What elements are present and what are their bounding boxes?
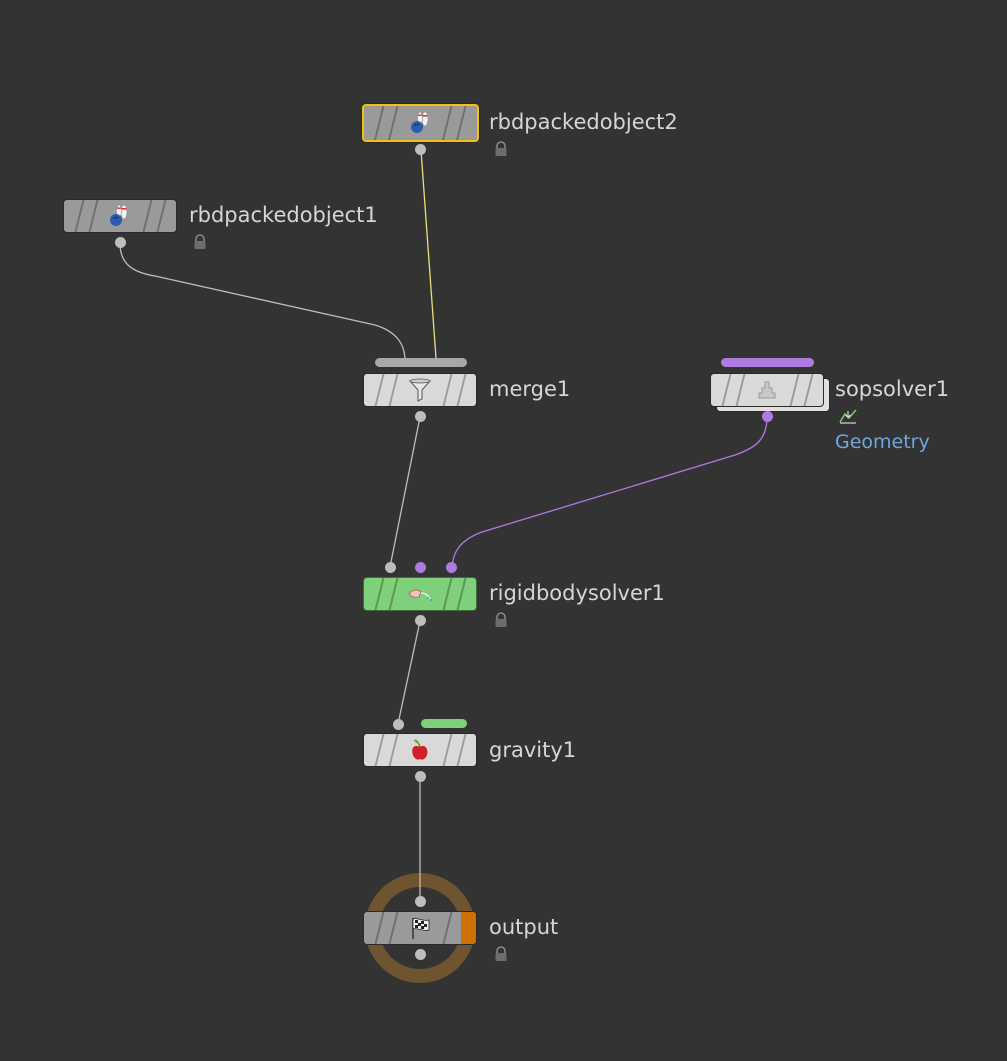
node-label: rbdpackedobject2 [489,110,678,134]
lock-icon [495,141,507,156]
node-sublabel: Geometry [835,431,930,453]
lock-icon [194,234,206,249]
node-rigidbodysolver1[interactable] [363,577,477,611]
checkered-flag-icon [412,918,430,939]
node-merge1[interactable] [363,373,477,407]
node-label: sopsolver1 [835,377,950,401]
sop-solver-icon [758,381,776,399]
input-port[interactable] [385,562,396,573]
output-port[interactable] [415,144,426,155]
node-gravity1[interactable] [363,733,477,767]
wire-merge1-rigidbodysolver1[interactable] [389,416,421,568]
output-port[interactable] [415,771,426,782]
lock-icon [495,946,507,961]
input-bar[interactable] [421,719,467,728]
bowling-pins-icon [410,111,428,133]
node-output[interactable] [363,911,477,945]
node-label: gravity1 [489,738,577,762]
display-flag[interactable] [461,912,476,944]
input-bar[interactable] [375,358,467,367]
input-port[interactable] [415,562,426,573]
output-port[interactable] [415,411,426,422]
gravity-apple-icon [412,739,428,760]
input-bar[interactable] [721,358,814,367]
wire-sopsolver1-rigidbodysolver1[interactable] [451,416,768,568]
output-port[interactable] [415,949,426,960]
node-label: rigidbodysolver1 [489,581,665,605]
lock-icon [495,612,507,627]
node-rbdpackedobject2[interactable] [362,104,479,142]
geometry-badge-icon [839,409,857,424]
rigid-body-solver-icon [408,589,432,601]
node-label: merge1 [489,377,571,401]
input-port[interactable] [415,896,426,907]
wire-rigidbodysolver1-gravity1[interactable] [397,620,421,725]
bowling-pins-icon [110,204,128,226]
input-port[interactable] [393,719,404,730]
node-label: rbdpackedobject1 [189,203,378,227]
wire-rbdpackedobject1-merge1[interactable] [119,242,406,359]
node-label: output [489,915,559,939]
node-rbdpackedobject1[interactable] [63,199,177,233]
output-port[interactable] [415,615,426,626]
wire-rbdpackedobject2-merge1[interactable] [420,149,437,359]
output-port[interactable] [762,411,773,422]
output-port[interactable] [115,237,126,248]
funnel-icon [408,378,432,402]
node-sopsolver1[interactable] [710,373,824,407]
input-port[interactable] [446,562,457,573]
